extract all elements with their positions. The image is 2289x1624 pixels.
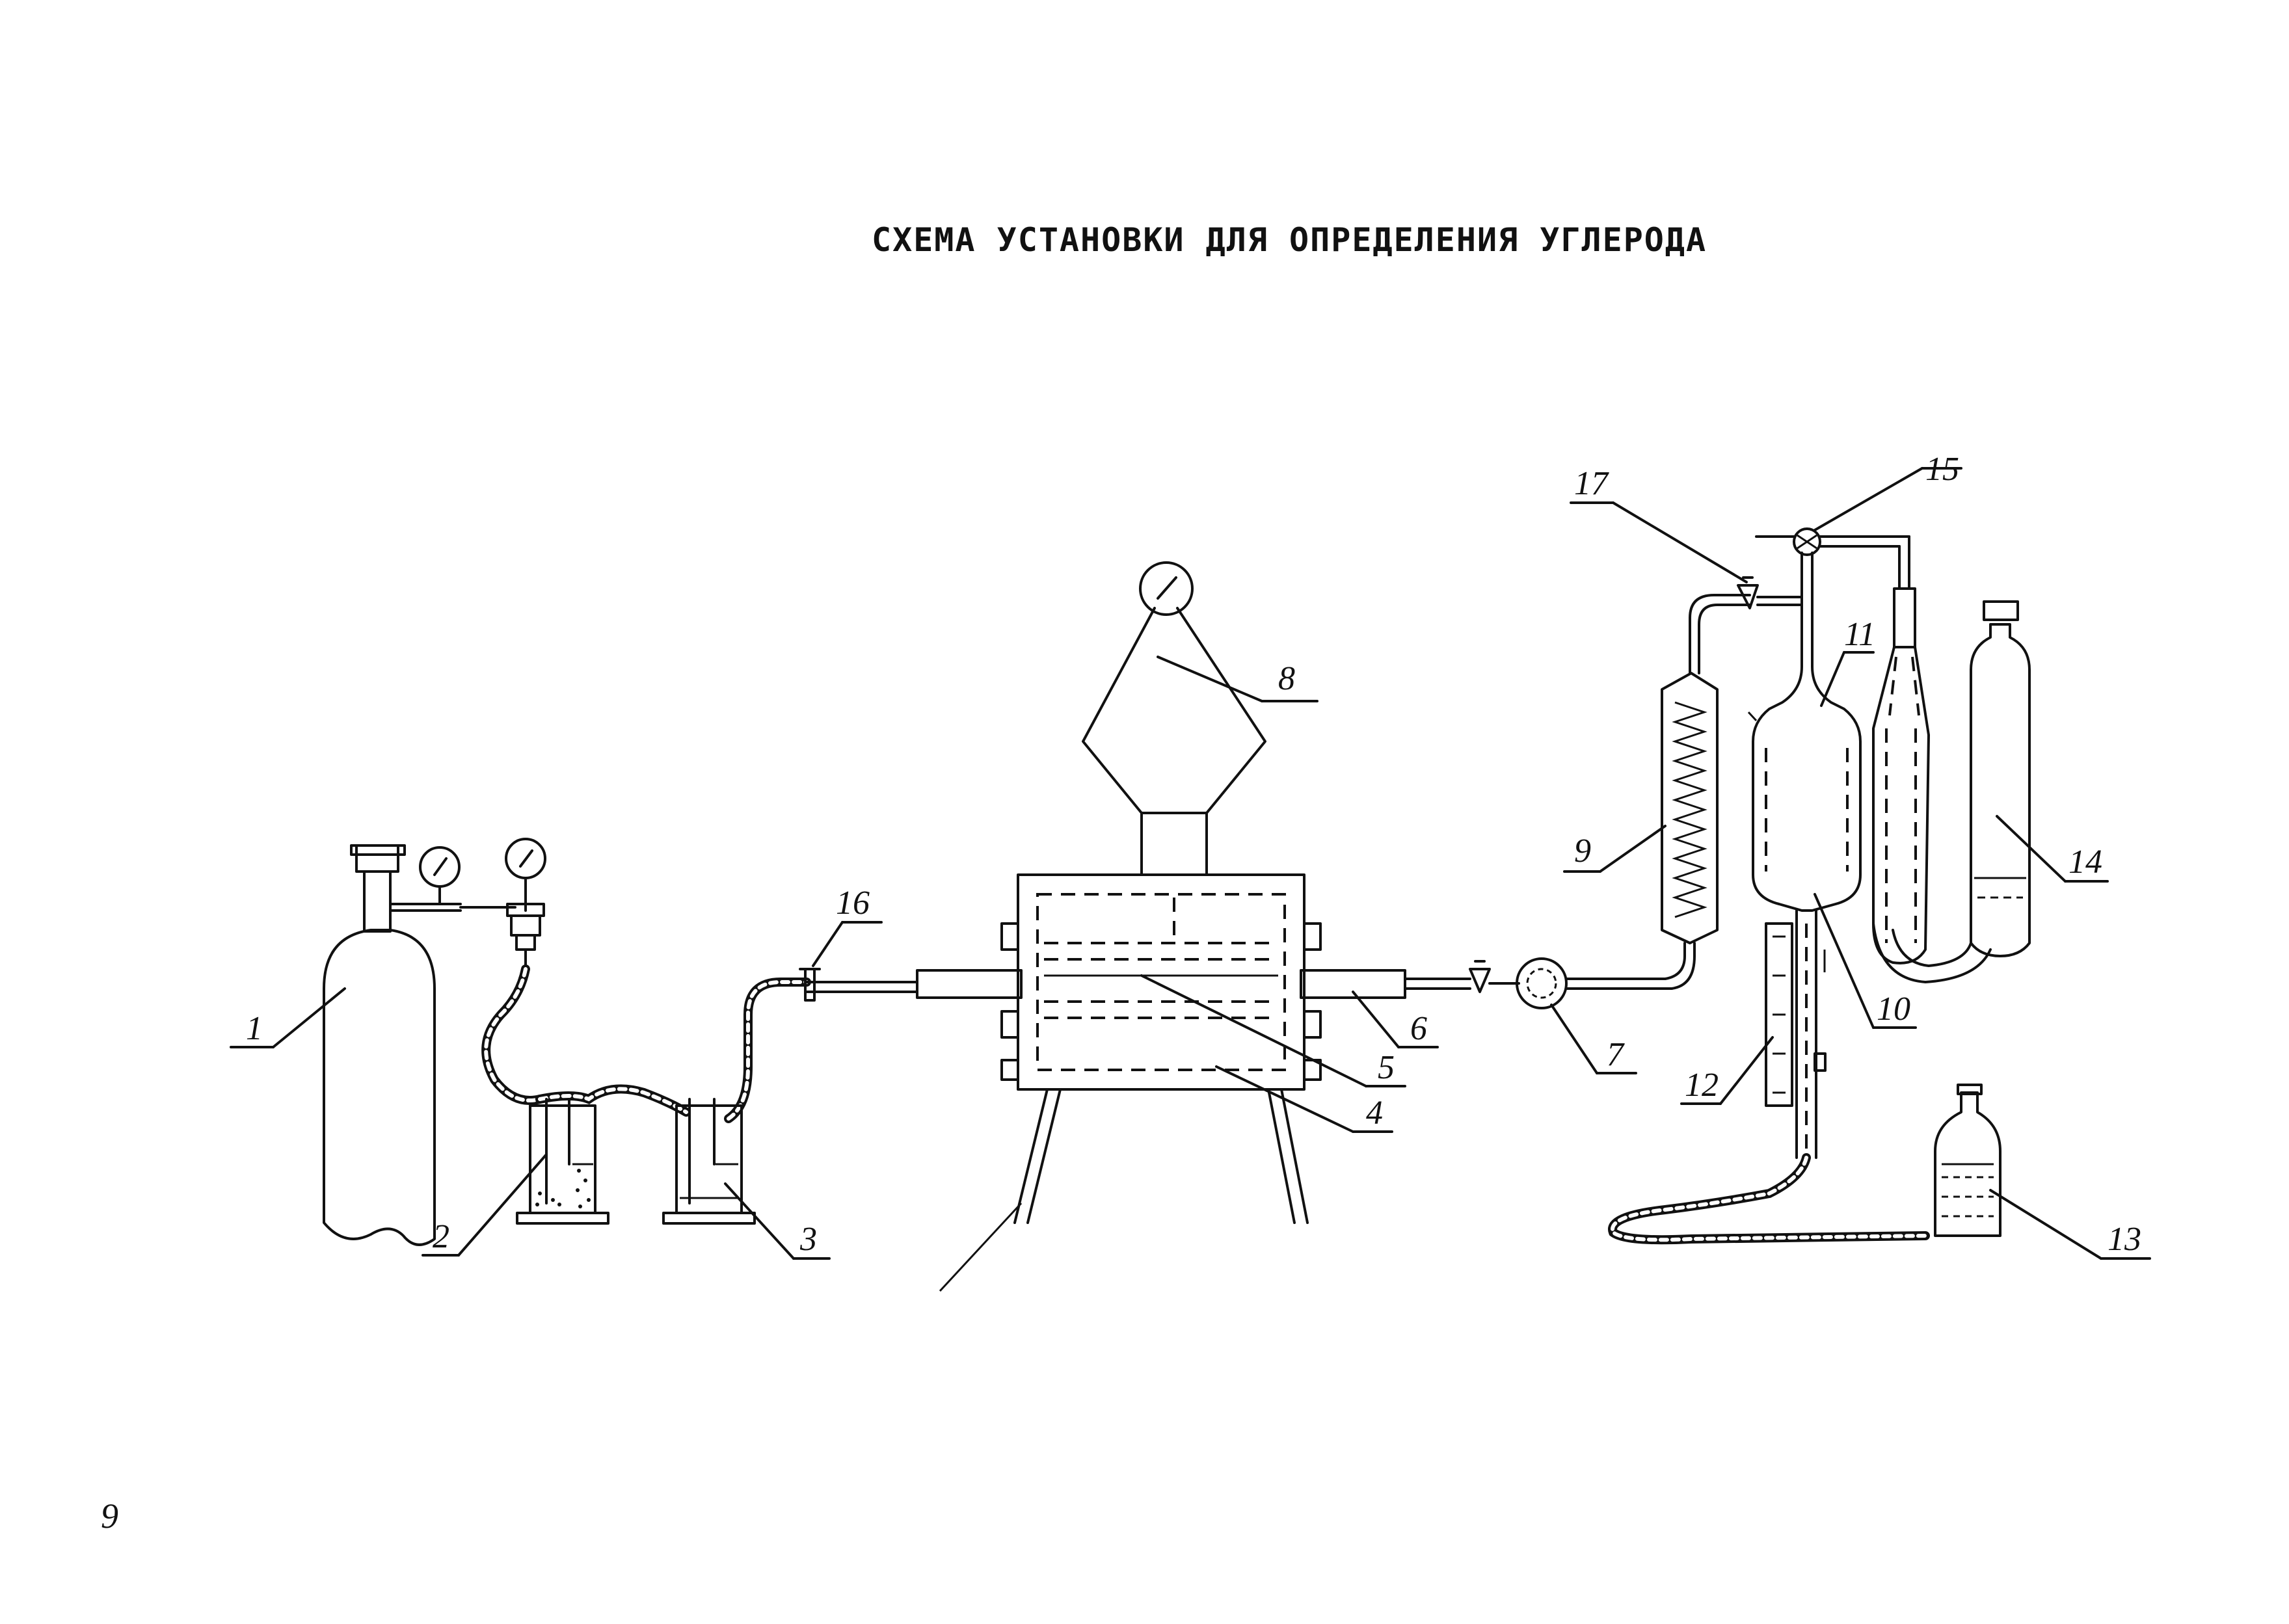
- callout-6: 6: [1352, 991, 1439, 1048]
- scale-12: [1765, 922, 1827, 1107]
- callout-9: 9: [1563, 825, 1667, 873]
- callout-15: 15: [1814, 451, 1962, 531]
- filter-bulb-7: [1469, 942, 1696, 1009]
- callout-14: 14: [1996, 815, 2109, 883]
- coil-condenser-9: [1661, 594, 1751, 944]
- callout-12-label: 12: [1685, 1067, 1719, 1104]
- callout-7: 7: [1550, 1004, 1637, 1074]
- leveling-bottle-13: [1934, 1084, 2001, 1237]
- tube-furnace: [916, 812, 1471, 1292]
- callout-3-label: 3: [799, 1221, 817, 1258]
- callout-2: 2: [422, 1153, 548, 1257]
- absorption-vessel-14: [1872, 587, 2031, 983]
- callout-10: 10: [1814, 893, 1917, 1029]
- callout-10-label: 10: [1877, 991, 1910, 1028]
- callout-9-label: 9: [1574, 832, 1591, 870]
- stopcock-17: [1737, 576, 1803, 609]
- callout-13: 13: [1989, 1189, 2151, 1260]
- wash-bottle-3: [662, 1098, 756, 1225]
- callout-13-label: 13: [2108, 1221, 2141, 1258]
- callout-3: 3: [724, 1182, 831, 1260]
- regulator-8: [1082, 561, 1266, 814]
- callout-11-label: 11: [1844, 616, 1875, 653]
- rubber-hose: [481, 965, 811, 1123]
- callout-7-label: 7: [1607, 1036, 1625, 1073]
- gas-cylinder: [323, 838, 546, 1246]
- callout-17: 17: [1570, 465, 1748, 583]
- callout-8-label: 8: [1278, 660, 1295, 697]
- callout-4: 4: [1215, 1065, 1393, 1133]
- leveling-hose: [1608, 1153, 1930, 1245]
- callout-2-label: 2: [433, 1218, 449, 1255]
- callout-15-label: 15: [1925, 451, 1959, 488]
- stopcock-15: [1755, 527, 1910, 668]
- callout-1: 1: [230, 987, 346, 1048]
- gas-burette-10: [1747, 665, 1862, 1159]
- callout-16: 16: [812, 885, 883, 967]
- callout-1-label: 1: [246, 1010, 263, 1047]
- callout-14-label: 14: [2068, 844, 2102, 881]
- callout-17-label: 17: [1574, 465, 1609, 502]
- stopcock-16: [799, 968, 918, 1002]
- callout-8: 8: [1157, 656, 1319, 702]
- callout-4-label: 4: [1366, 1095, 1383, 1132]
- callout-5-label: 5: [1378, 1049, 1395, 1086]
- callout-5: 5: [1140, 974, 1406, 1087]
- page-number: 9: [101, 1497, 118, 1536]
- callout-6-label: 6: [1410, 1010, 1427, 1047]
- callout-11: 11: [1820, 616, 1875, 707]
- callout-12: 12: [1680, 1036, 1774, 1105]
- callout-16-label: 16: [836, 885, 870, 922]
- callouts: 1 2 3 4 5: [230, 451, 2151, 1260]
- wash-bottle-2: [516, 1098, 609, 1225]
- diagram-title: СХЕМА УСТАНОВКИ ДЛЯ ОПРЕДЕЛЕНИЯ УГЛЕРОДА: [872, 221, 1707, 259]
